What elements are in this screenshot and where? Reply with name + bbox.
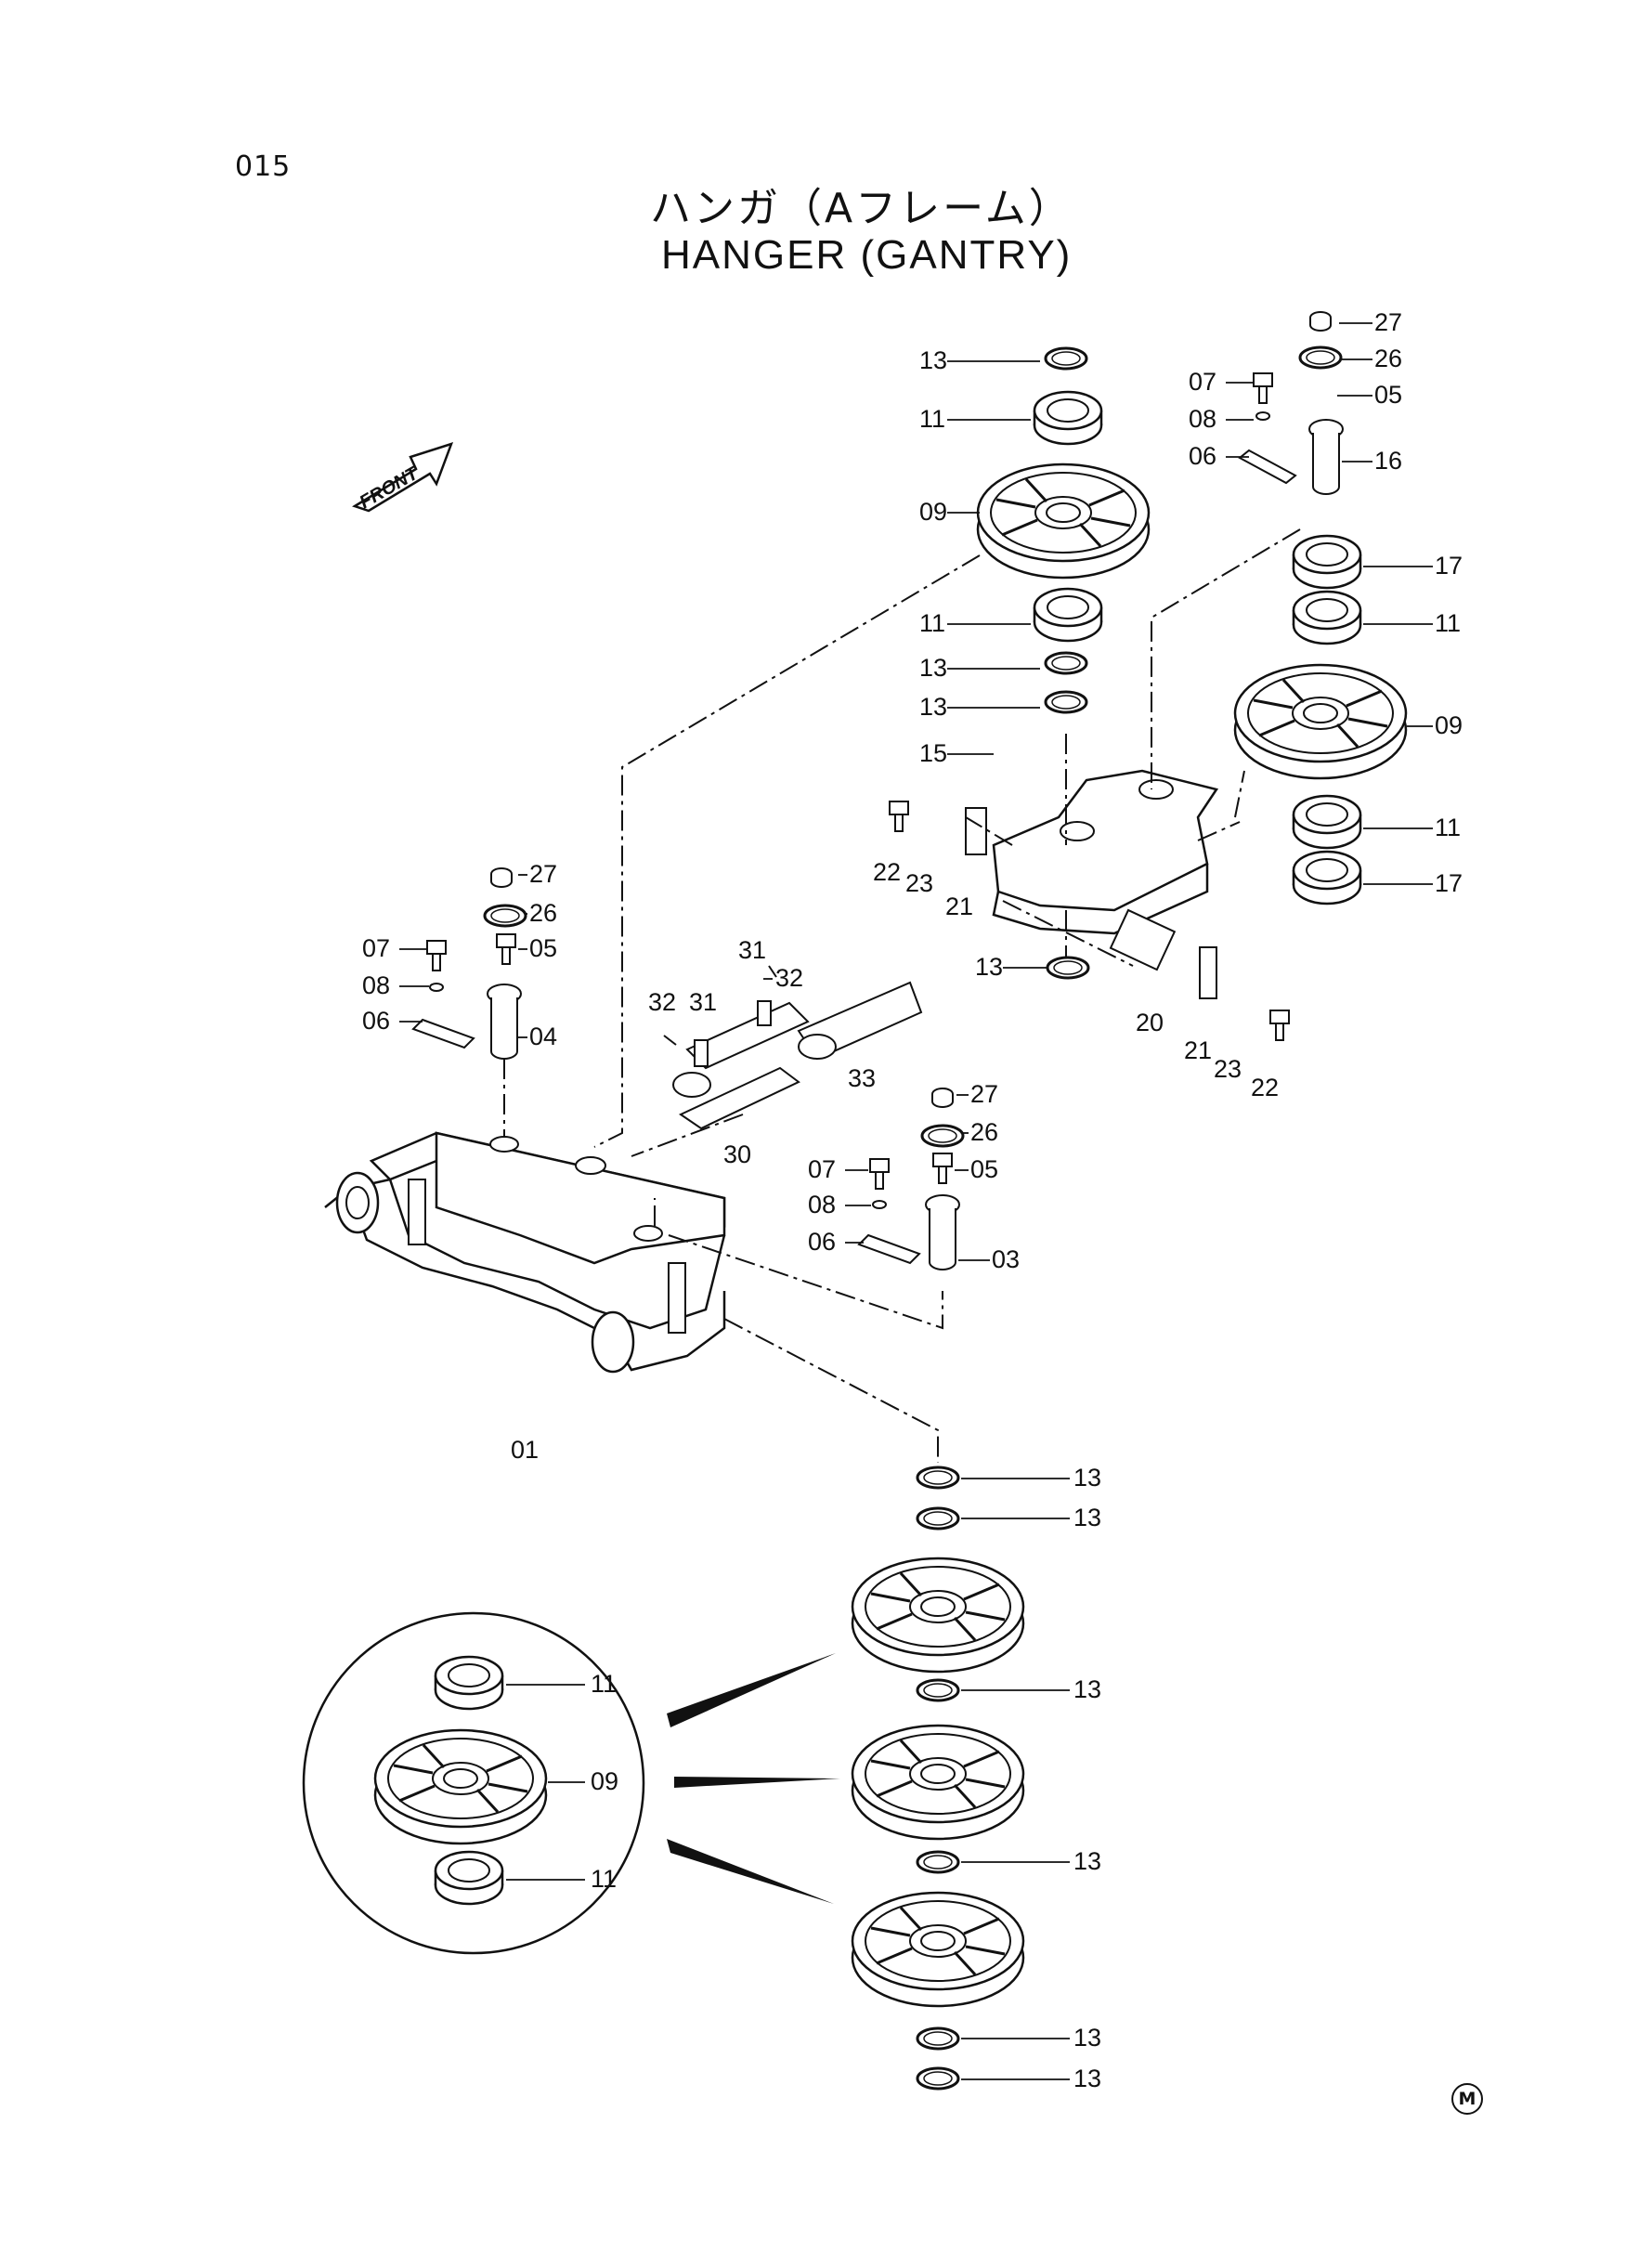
part-number-label: 11 [919, 405, 945, 433]
left-pin-assembly [411, 867, 527, 1060]
part-number-label: 11 [1435, 609, 1461, 637]
lower-pin-assembly [857, 1088, 965, 1270]
part-number-label: 22 [873, 858, 901, 886]
part-number-label: 20 [1136, 1009, 1164, 1036]
part-number-label: 33 [848, 1064, 876, 1092]
part-number-label: 23 [905, 869, 933, 897]
page-number: 015 [235, 150, 292, 183]
part-number-label: 07 [362, 934, 390, 962]
gantry-frame [324, 1131, 726, 1374]
part-number-label: 13 [1073, 1464, 1101, 1492]
part-number-label: 26 [1374, 345, 1402, 372]
part-number-label: 06 [362, 1007, 390, 1035]
part-number-label: 26 [529, 899, 557, 927]
part-number-label: 13 [975, 953, 1003, 981]
part-number-label: 11 [591, 1670, 617, 1698]
part-number-label: 31 [689, 988, 717, 1016]
diagram-title-english: HANGER (GANTRY) [661, 232, 1073, 278]
part-number-label: 21 [945, 892, 973, 920]
part-number-label: 03 [992, 1245, 1020, 1273]
part-number-label: 23 [1214, 1055, 1242, 1083]
front-arrow: FRONT [352, 442, 454, 513]
upper-left-sheave-group [976, 346, 1151, 714]
part-number-label: 13 [1073, 1504, 1101, 1531]
hanger-bracket [889, 769, 1290, 1041]
part-number-label: 31 [738, 936, 766, 964]
part-number-label: 21 [1184, 1036, 1212, 1064]
part-number-label: 27 [970, 1080, 998, 1108]
part-number-label: 05 [1374, 381, 1402, 409]
part-number-label: 11 [591, 1865, 617, 1893]
part-number-label: 04 [529, 1023, 557, 1050]
part-number-label: 05 [529, 934, 557, 962]
lower-sheave-stack [851, 1466, 1025, 2091]
part-number-label: 27 [1374, 308, 1402, 336]
part-number-label: 17 [1435, 552, 1463, 580]
part-number-label: 13 [919, 346, 947, 374]
upper-right-sheave-group [1233, 311, 1408, 905]
part-number-label: 22 [1251, 1074, 1279, 1101]
part-number-label: 09 [919, 498, 947, 526]
part-number-label: 11 [919, 609, 945, 637]
part-number-label: 08 [808, 1191, 836, 1218]
part-number-label: 08 [362, 971, 390, 999]
part-number-label: 08 [1189, 405, 1216, 433]
part-number-label: 06 [1189, 442, 1216, 470]
corner-mark: M [1451, 2083, 1483, 2115]
diagram-title-japanese: ハンガ（Aフレーム） [650, 185, 1073, 232]
part-number-label: 13 [1073, 1847, 1101, 1875]
part-number-label: 30 [723, 1140, 751, 1168]
part-number-label: 07 [808, 1155, 836, 1183]
part-number-label: 06 [808, 1228, 836, 1256]
part-number-label: 13 [919, 693, 947, 721]
part-number-label: 01 [511, 1436, 539, 1464]
part-number-label: 05 [970, 1155, 998, 1183]
link-assembly [663, 965, 923, 1130]
part-number-label: 09 [1435, 711, 1463, 739]
part-number-labels: 13 11 09 11 13 13 15 27 26 07 05 08 06 16 17 11 09 11 17 22… [362, 308, 1463, 2092]
part-number-label: 13 [1073, 2065, 1101, 2092]
part-number-label: 27 [529, 860, 557, 888]
part-number-label: 13 [1073, 1675, 1101, 1703]
part-number-label: 13 [1073, 2024, 1101, 2052]
dash-leader-lines [503, 528, 1301, 1463]
part-number-label: 26 [970, 1118, 998, 1146]
part-number-label: 07 [1189, 368, 1216, 396]
part-number-label: 11 [1435, 814, 1461, 841]
part-number-label: 15 [919, 739, 947, 767]
part-number-label: 13 [919, 654, 947, 682]
part-number-label: 32 [775, 964, 803, 992]
part-number-label: 17 [1435, 869, 1463, 897]
detail-circle [302, 1611, 840, 1955]
part-number-label: 16 [1374, 447, 1402, 475]
front-arrow-label: FRONT [357, 463, 423, 513]
part-number-label: 32 [648, 988, 676, 1016]
part-number-label: 09 [591, 1767, 618, 1795]
